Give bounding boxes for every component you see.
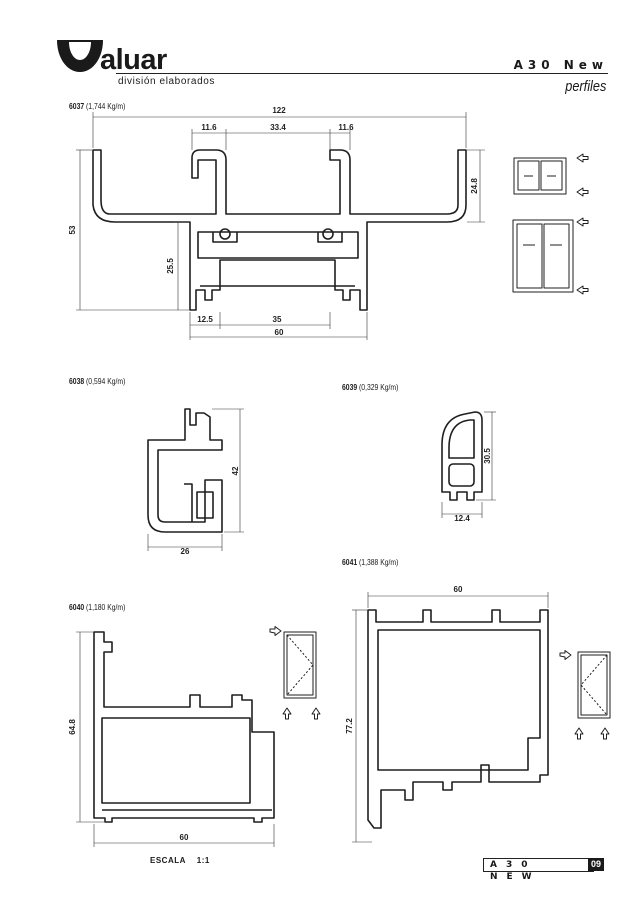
page-number: 09 (588, 858, 604, 871)
footer-series: A30 NEW (483, 858, 594, 882)
profile-6040-section (93, 631, 275, 823)
arrow-up-icon (311, 707, 321, 720)
dim-6037-height: 53 (68, 225, 77, 234)
arrow-right-icon (559, 650, 572, 660)
dim-6037-total: 60 (275, 328, 284, 337)
scale-label: ESCALA 1:1 (150, 856, 210, 865)
profile-label-6038: 6038 (0,594 Kg/m) (69, 377, 126, 386)
arrow-up-icon (282, 707, 292, 720)
header-rule (116, 73, 608, 74)
brand-subtitle: división elaborados (118, 76, 216, 87)
arrow-left-icon (576, 187, 589, 197)
profile-label-6040: 6040 (1,180 Kg/m) (69, 603, 126, 612)
arrow-right-icon (269, 626, 282, 636)
arrow-left-icon (576, 217, 589, 227)
dim-6037-right: 11.6 (338, 123, 354, 132)
window-thumbnail-vertical-icon (512, 219, 574, 293)
profile-label-6037: 6037 (1,744 Kg/m) (69, 102, 126, 111)
window-thumbnail-horizontal-icon (513, 157, 567, 195)
dim-6037-mid: 33.4 (270, 123, 286, 132)
arrow-left-icon (576, 153, 589, 163)
profile-label-6039: 6039 (0,329 Kg/m) (342, 383, 399, 392)
door-thumbnail-icon (577, 651, 611, 719)
dim-6040-height: 64.8 (68, 719, 77, 735)
dim-6039-width: 12.4 (454, 514, 470, 523)
dim-6038-width: 26 (181, 547, 190, 556)
arrow-up-icon (574, 727, 584, 740)
profile-6038-section (147, 408, 223, 533)
profile-6037-section (92, 149, 467, 311)
profile-6039-section (441, 411, 483, 501)
arrow-up-icon (600, 727, 610, 740)
dim-6037-b2: 35 (273, 315, 282, 324)
dim-6041-height: 77.2 (345, 718, 354, 734)
profile-6041-section (367, 609, 549, 829)
dim-6037-inner-height: 24.8 (470, 178, 479, 194)
dim-6037-lower-height: 25.5 (166, 258, 175, 274)
brand-name: aluar (100, 44, 167, 76)
door-thumbnail-icon (283, 631, 317, 699)
arrow-left-icon (576, 285, 589, 295)
dim-6041-width: 60 (454, 585, 463, 594)
dim-6039-height: 30.5 (483, 448, 492, 464)
aluar-logo-icon (57, 40, 103, 72)
dim-6037-b1: 12.5 (197, 315, 213, 324)
dim-6037-left: 11.6 (201, 123, 217, 132)
header-section: perfiles (564, 78, 606, 95)
dim-6038-height: 42 (231, 466, 240, 475)
header-series: A30 New (513, 58, 608, 72)
profile-label-6041: 6041 (1,388 Kg/m) (342, 558, 399, 567)
dim-6037-width: 122 (272, 106, 286, 115)
dim-6040-width: 60 (180, 833, 189, 842)
